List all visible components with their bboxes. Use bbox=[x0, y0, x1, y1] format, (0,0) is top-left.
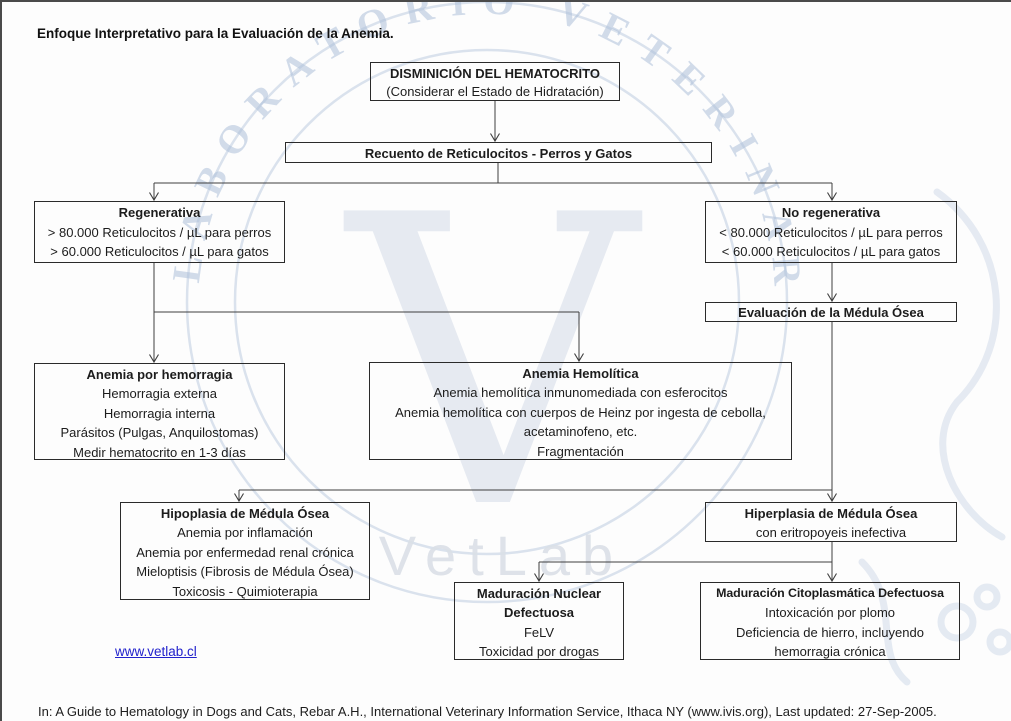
page-title: Enfoque Interpretativo para la Evaluació… bbox=[37, 26, 394, 41]
node-evaluacion-medula-osea: Evaluación de la Médula Ósea bbox=[705, 302, 957, 322]
node-hipoplasia-medula-osea: Hipoplasia de Médula Ósea Anemia por inf… bbox=[120, 502, 370, 600]
node-regenerativa: Regenerativa > 80.000 Reticulocitos / µL… bbox=[34, 201, 285, 263]
node-maduracion-nuclear-defectuosa: Maduración Nuclear Defectuosa FeLV Toxic… bbox=[454, 582, 624, 660]
node-title: No regenerativa bbox=[781, 205, 881, 220]
node-line: Parásitos (Pulgas, Anquilostomas) bbox=[60, 425, 259, 441]
node-line: Deficiencia de hierro, incluyendo bbox=[736, 624, 924, 640]
node-maduracion-citoplasmatica-defectuosa: Maduración Citoplasmática Defectuosa Int… bbox=[700, 582, 960, 660]
node-disminucion-hematocrito: DISMINICIÓN DEL HEMATOCRITO (Considerar … bbox=[370, 62, 620, 101]
node-title: Anemia Hemolítica bbox=[522, 366, 639, 381]
node-line: Anemia hemolítica inmunomediada con esfe… bbox=[433, 385, 728, 401]
citation-text: In: A Guide to Hematology in Dogs and Ca… bbox=[38, 704, 937, 719]
node-title: Hiperplasia de Médula Ósea bbox=[744, 506, 918, 521]
node-title: Maduración Citoplasmática Defectuosa bbox=[716, 586, 944, 600]
node-line: FeLV bbox=[523, 624, 555, 640]
node-title: DISMINICIÓN DEL HEMATOCRITO bbox=[390, 66, 600, 81]
node-line: Medir hematocrito en 1-3 días bbox=[73, 444, 246, 460]
node-line: Anemia por enfermedad renal crónica bbox=[136, 544, 354, 560]
node-line: Hemorragia externa bbox=[102, 386, 217, 402]
node-line: Intoxicación por plomo bbox=[764, 605, 896, 621]
node-title: Anemia por hemorragia bbox=[86, 367, 233, 382]
node-title: Hipoplasia de Médula Ósea bbox=[160, 506, 330, 521]
node-line: < 80.000 Reticulocitos / µL para perros bbox=[719, 224, 943, 240]
node-line: Mieloptisis (Fibrosis de Médula Ósea) bbox=[136, 564, 354, 580]
node-title: Evaluación de la Médula Ósea bbox=[738, 305, 924, 320]
node-title: Maduración Nuclear bbox=[476, 586, 602, 601]
node-line: Fragmentación bbox=[537, 443, 624, 459]
node-line: > 60.000 Reticulocitos / µL para gatos bbox=[50, 244, 269, 260]
node-anemia-por-hemorragia: Anemia por hemorragia Hemorragia externa… bbox=[34, 363, 285, 460]
node-title: Regenerativa bbox=[118, 205, 201, 220]
node-hiperplasia-medula-osea: Hiperplasia de Médula Ósea con eritropoy… bbox=[705, 502, 957, 542]
seal-inner-ring bbox=[233, 48, 741, 556]
node-line: Hemorragia interna bbox=[103, 405, 216, 421]
node-line: (Considerar el Estado de Hidratación) bbox=[386, 84, 604, 99]
node-title-line2: Defectuosa bbox=[503, 605, 575, 621]
node-line: hemorragia crónica bbox=[774, 644, 886, 660]
node-recuento-reticulocitos: Recuento de Reticulocitos - Perros y Gat… bbox=[285, 142, 712, 163]
node-title: Recuento de Reticulocitos - Perros y Gat… bbox=[364, 146, 633, 161]
node-line: Anemia por inflamación bbox=[177, 525, 313, 541]
node-anemia-hemolitica: Anemia Hemolítica Anemia hemolítica inmu… bbox=[369, 362, 792, 460]
node-line: Toxicidad por drogas bbox=[479, 644, 599, 660]
node-line: Toxicosis - Quimioterapia bbox=[172, 583, 318, 599]
node-line: > 80.000 Reticulocitos / µL para perros bbox=[47, 224, 272, 240]
node-line: < 60.000 Reticulocitos / µL para gatos bbox=[721, 244, 941, 260]
node-line: Anemia hemolítica con cuerpos de Heinz p… bbox=[395, 404, 766, 420]
seal-wordmark: VetLab bbox=[379, 524, 625, 587]
node-line: acetaminofeno, etc. bbox=[523, 424, 638, 440]
vetlab-website-link[interactable]: www.vetlab.cl bbox=[115, 644, 197, 659]
node-line: con eritropoyeis inefectiva bbox=[755, 525, 907, 541]
node-no-regenerativa: No regenerativa < 80.000 Reticulocitos /… bbox=[705, 201, 957, 263]
